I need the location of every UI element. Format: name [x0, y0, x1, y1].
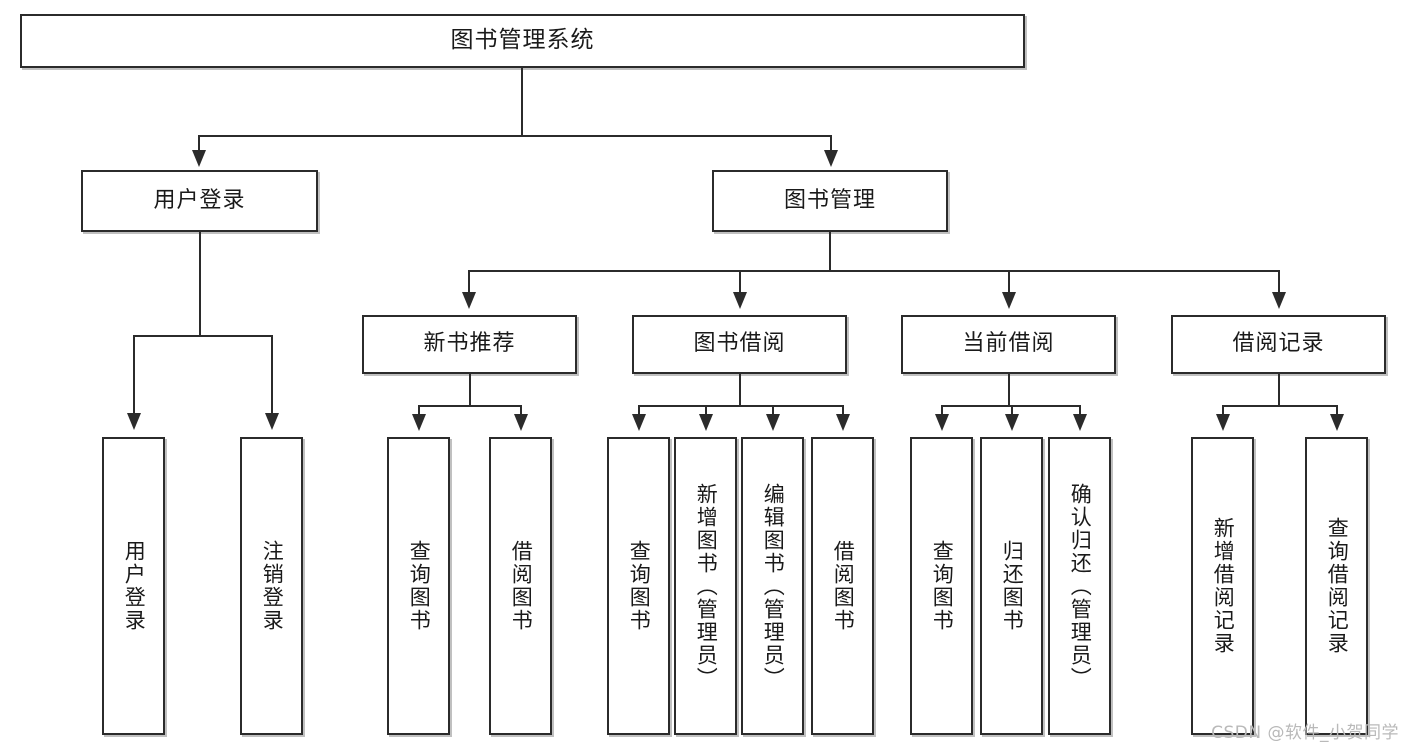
connector-recommend-bus [418, 405, 521, 407]
arrowhead-level2-1 [192, 150, 206, 167]
arrowhead-level3-3 [1002, 292, 1016, 309]
arrowhead-current-1 [935, 414, 949, 431]
arrowhead-user-login-2 [265, 413, 279, 430]
connector-level2-bus [198, 135, 831, 137]
arrowhead-user-login-1 [127, 413, 141, 430]
arrowhead-level3-4 [1272, 292, 1286, 309]
connector-user-login-drop-2 [271, 335, 273, 418]
arrowhead-recommend-2 [514, 414, 528, 431]
connector-borrow-drop-3 [772, 405, 774, 419]
connector-level3-bus [468, 270, 1279, 272]
connector-level2-drop-1 [198, 135, 200, 157]
connector-record-bus [1222, 405, 1337, 407]
connector-user-login-stem [199, 232, 201, 336]
arrowhead-current-3 [1073, 414, 1087, 431]
leaf-current-query-book[interactable]: 查询图书 [910, 437, 973, 735]
connector-root-stem [521, 68, 523, 136]
connector-current-stem [1008, 374, 1010, 406]
connector-recommend-stem [469, 374, 471, 406]
connector-current-drop-3 [1079, 405, 1081, 419]
node-book-management[interactable]: 图书管理 [712, 170, 948, 232]
leaf-record-query-borrow-record[interactable]: 查询借阅记录 [1305, 437, 1368, 735]
leaf-user-login[interactable]: 用户登录 [102, 437, 165, 735]
connector-level2-drop-2 [830, 135, 832, 157]
arrowhead-recommend-1 [412, 414, 426, 431]
leaf-current-return-book[interactable]: 归还图书 [980, 437, 1043, 735]
connector-level3-drop-1 [468, 270, 470, 295]
leaf-recommend-borrow-book[interactable]: 借阅图书 [489, 437, 552, 735]
leaf-logout[interactable]: 注销登录 [240, 437, 303, 735]
connector-record-drop-1 [1222, 405, 1224, 419]
node-borrow-record[interactable]: 借阅记录 [1171, 315, 1386, 374]
connector-borrow-drop-1 [638, 405, 640, 419]
connector-user-login-bus [133, 335, 272, 337]
connector-recommend-drop-1 [418, 405, 420, 419]
connector-user-login-drop-1 [133, 335, 135, 418]
connector-recommend-drop-2 [520, 405, 522, 419]
connector-borrow-bus [638, 405, 844, 407]
leaf-borrow-query-book[interactable]: 查询图书 [607, 437, 670, 735]
arrowhead-current-2 [1005, 414, 1019, 431]
connector-book-mgmt-stem [829, 232, 831, 272]
connector-level3-drop-3 [1008, 270, 1010, 295]
arrowhead-record-1 [1216, 414, 1230, 431]
arrowhead-borrow-4 [836, 414, 850, 431]
arrowhead-level2-2 [824, 150, 838, 167]
node-current-borrow[interactable]: 当前借阅 [901, 315, 1116, 374]
arrowhead-record-2 [1330, 414, 1344, 431]
connector-level3-drop-2 [739, 270, 741, 295]
node-root-system[interactable]: 图书管理系统 [20, 14, 1025, 68]
leaf-borrow-edit-book-admin[interactable]: 编辑图书（管理员） [741, 437, 804, 735]
arrowhead-borrow-2 [699, 414, 713, 431]
connector-borrow-drop-4 [842, 405, 844, 419]
csdn-watermark: CSDN @软件_小贺同学 [1211, 723, 1399, 743]
node-user-login[interactable]: 用户登录 [81, 170, 318, 232]
leaf-recommend-query-book[interactable]: 查询图书 [387, 437, 450, 735]
arrowhead-borrow-1 [632, 414, 646, 431]
leaf-borrow-borrow-book[interactable]: 借阅图书 [811, 437, 874, 735]
connector-record-drop-2 [1336, 405, 1338, 419]
node-new-book-recommend[interactable]: 新书推荐 [362, 315, 577, 374]
arrowhead-level3-2 [733, 292, 747, 309]
connector-current-drop-1 [941, 405, 943, 419]
connector-current-bus [941, 405, 1080, 407]
connector-current-drop-2 [1011, 405, 1013, 419]
connector-record-stem [1278, 374, 1280, 406]
connector-borrow-stem [739, 374, 741, 406]
node-book-borrow[interactable]: 图书借阅 [632, 315, 847, 374]
arrowhead-borrow-3 [766, 414, 780, 431]
connector-borrow-drop-2 [705, 405, 707, 419]
leaf-record-add-borrow-record[interactable]: 新增借阅记录 [1191, 437, 1254, 735]
connector-level3-drop-4 [1278, 270, 1280, 295]
leaf-borrow-add-book-admin[interactable]: 新增图书（管理员） [674, 437, 737, 735]
leaf-current-confirm-return-admin[interactable]: 确认归还（管理员） [1048, 437, 1111, 735]
arrowhead-level3-1 [462, 292, 476, 309]
